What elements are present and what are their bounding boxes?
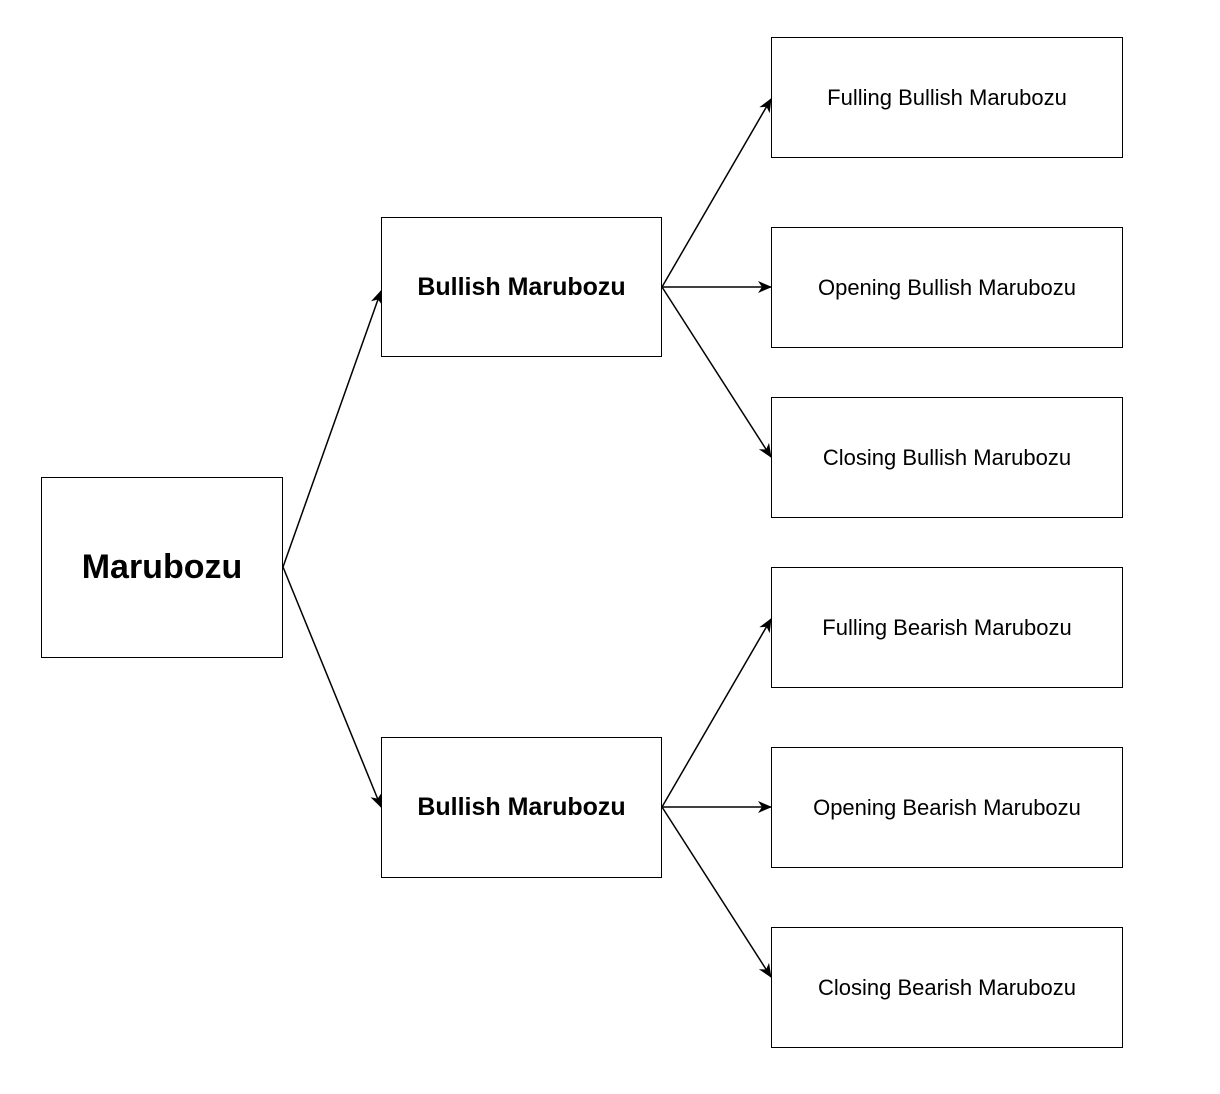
branch-node-bullish-bottom: Bullish Marubozu — [381, 737, 662, 878]
leaf-node-opening-bearish: Opening Bearish Marubozu — [771, 747, 1123, 868]
branch-node-label: Bullish Marubozu — [417, 793, 626, 821]
arrow-bullish-bottom-to-closing-bearish — [661, 806, 772, 978]
root-node-marubozu: Marubozu — [41, 477, 283, 658]
arrow-root-to-bullish-bottom — [282, 566, 382, 808]
branch-node-bullish-top: Bullish Marubozu — [381, 217, 662, 357]
leaf-node-label: Closing Bearish Marubozu — [817, 974, 1077, 1000]
leaf-node-label: Closing Bullish Marubozu — [822, 444, 1072, 470]
root-node-label: Marubozu — [81, 548, 243, 586]
leaf-node-closing-bearish: Closing Bearish Marubozu — [771, 927, 1123, 1048]
leaf-node-label: Opening Bearish Marubozu — [813, 794, 1081, 820]
leaf-node-opening-bullish: Opening Bullish Marubozu — [771, 227, 1123, 348]
arrow-bullish-bottom-to-fulling-bearish — [661, 618, 772, 808]
branch-node-label: Bullish Marubozu — [417, 272, 626, 301]
leaf-node-label: Opening Bullish Marubozu — [817, 274, 1077, 300]
arrow-bullish-top-to-fulling-bullish — [661, 98, 772, 288]
leaf-node-label: Fulling Bearish Marubozu — [822, 614, 1072, 640]
leaf-node-label: Fulling Bullish Marubozu — [827, 84, 1067, 110]
leaf-node-fulling-bullish: Fulling Bullish Marubozu — [771, 37, 1123, 158]
arrow-root-to-bullish-top — [282, 290, 383, 568]
arrow-bullish-top-to-closing-bullish — [661, 286, 772, 458]
leaf-node-fulling-bearish: Fulling Bearish Marubozu — [771, 567, 1123, 688]
leaf-node-closing-bullish: Closing Bullish Marubozu — [771, 397, 1123, 518]
